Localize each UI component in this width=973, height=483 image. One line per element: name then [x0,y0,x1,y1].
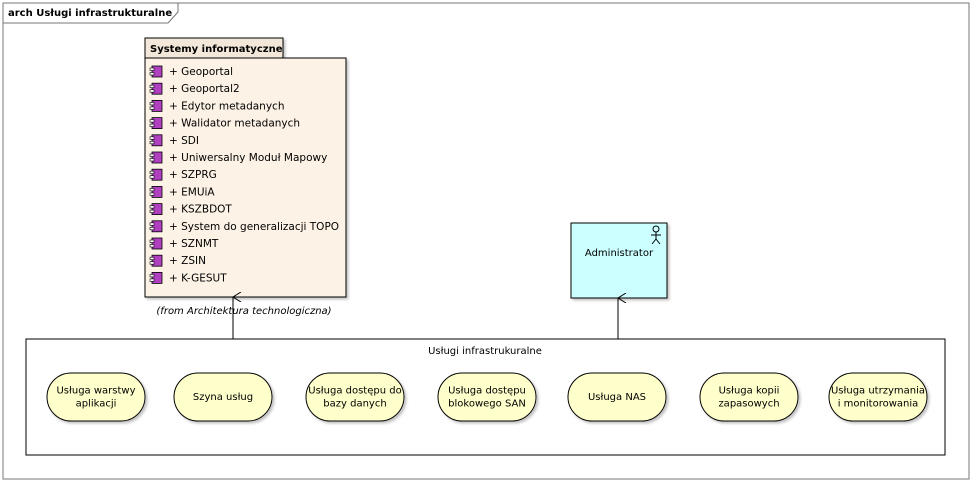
package-item-label: + Uniwersalny Moduł Mapowy [169,152,327,164]
actor-administrator[interactable] [570,222,668,299]
component-icon [149,185,163,198]
service-label: zapasowych [718,399,779,410]
package-item-label: + Geoportal2 [169,83,240,95]
service-usecase[interactable]: Usługa kopii zapasowych [699,372,799,422]
component-icon [149,117,163,129]
package-item[interactable]: + Edytor metadanych [149,100,284,112]
component-icon [149,82,163,95]
package-item[interactable]: + SZPRG [149,168,217,181]
component-icon [149,203,163,216]
service-usecase[interactable]: Usługa dostępu do bazy danych [305,372,405,422]
service-label: Usługa utrzymania [831,386,925,397]
package-item-label: + K-GESUT [169,272,227,284]
service-usecase[interactable]: Usługa warstwy aplikacji [46,372,146,422]
package-item[interactable]: + K-GESUT [149,271,227,284]
component-icon [149,168,163,181]
actor-label: Administrator [585,248,654,259]
package-item[interactable]: + System do generalizacji TOPO [149,220,339,233]
package-item-label: + Geoportal [169,66,233,78]
package-item-label: + SZNMT [169,238,219,250]
package-item[interactable]: + Uniwersalny Moduł Mapowy [149,151,327,164]
package-item-label: + ZSIN [169,255,206,267]
package-item[interactable]: + Walidator metadanych [149,117,300,130]
package-item-list: + Geoportal + Geoportal2 + Edytor metadany… [149,65,339,284]
service-label: Usługa warstwy [56,386,135,397]
package-item[interactable]: + ZSIN [149,254,206,267]
service-usecase[interactable]: Usługa dostępu blokowego SAN [437,372,537,422]
package-item-label: + SZPRG [169,169,217,181]
component-icon [149,254,163,267]
component-icon [149,237,163,250]
package-item-label: + KSZBDOT [169,204,232,216]
service-usecase[interactable]: Usługa NAS [567,372,667,422]
package-title: Systemy informatyczne [150,44,283,55]
component-icon [149,134,163,147]
package-item-label: + EMUiA [169,186,215,198]
service-label: bazy danych [323,399,386,410]
package-item[interactable]: + KSZBDOT [149,203,232,216]
package-from-note: (from Architektura technologiczna) [156,306,331,317]
component-icon [149,65,163,78]
services-group-title: Usługi infrastrukuralne [428,346,542,357]
service-label: i monitorowania [838,399,919,410]
component-icon [149,151,163,164]
package-item[interactable]: + Geoportal2 [149,82,240,95]
service-label: blokowego SAN [448,399,526,410]
component-icon [149,271,163,284]
package-item[interactable]: + SZNMT [149,237,219,250]
package-item[interactable]: + Geoportal [149,65,233,78]
component-icon [149,220,163,233]
service-label: Usługa dostępu do [308,386,401,397]
package-item-label: + Walidator metadanych [169,118,300,130]
package-item-label: + Edytor metadanych [169,100,284,112]
service-label: Usługa kopii [719,386,780,397]
frame-title: arch Usługi infrastrukturalne [8,8,172,19]
service-usecase[interactable]: Usługa utrzymania i monitorowania [828,372,928,422]
actor-stick-figure-icon [651,225,661,245]
service-usecase[interactable]: Szyna usług [173,372,273,422]
package-systemy-informatyczne[interactable] [144,37,347,298]
service-list: Usługa warstwy aplikacji Szyna usług Usługa… [46,372,928,422]
service-label: aplikacji [76,399,117,410]
service-label: Usługa dostępu [448,386,526,397]
package-item-label: + SDI [169,135,199,147]
package-item-label: + System do generalizacji TOPO [169,221,339,233]
service-label: Usługa NAS [588,392,646,403]
service-label: Szyna usług [193,392,253,403]
component-icon [149,100,163,112]
package-item[interactable]: + SDI [149,134,199,147]
package-item[interactable]: + EMUiA [149,185,215,198]
